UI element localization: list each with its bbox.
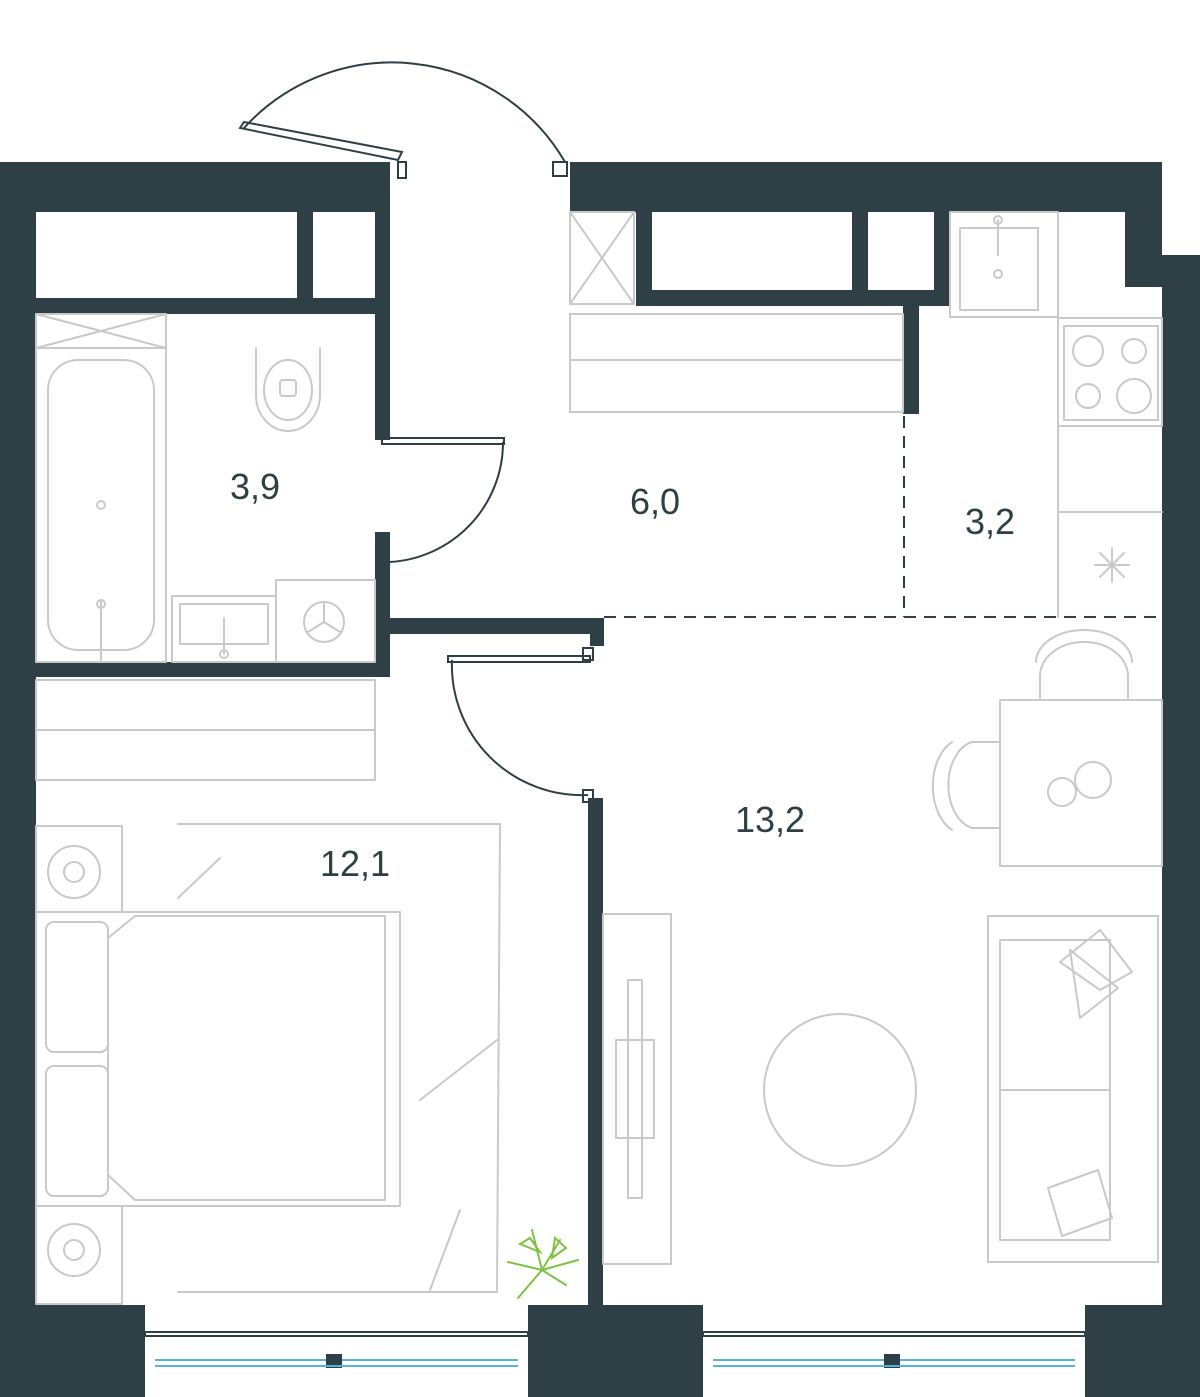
coffee-table (763, 1013, 917, 1167)
furniture (35, 211, 1163, 1305)
tv-unit (602, 913, 672, 1265)
hallway-wardrobe (569, 313, 904, 413)
area-labels: 3,9 6,0 3,2 12,1 13,2 (230, 466, 1015, 884)
stove (1057, 317, 1163, 427)
hallway-area-label: 6,0 (630, 481, 680, 522)
chair-left (947, 741, 1001, 829)
toilet (255, 347, 321, 432)
doors (238, 61, 594, 803)
bathroom-door (389, 441, 505, 563)
chair-top (1039, 641, 1129, 701)
nightstand-bottom (35, 1205, 123, 1305)
sofa (987, 915, 1159, 1263)
bed (35, 911, 401, 1207)
bathroom-area-label: 3,9 (230, 466, 280, 507)
kitchen-area-label: 3,2 (965, 501, 1015, 542)
zone-dividers (604, 416, 1162, 618)
windows (144, 1331, 1086, 1368)
washing-machine (275, 579, 376, 663)
nightstand-top (35, 825, 123, 913)
plant-icon (507, 1229, 579, 1299)
entrance-door (243, 61, 566, 163)
kitchen-sink (949, 211, 1059, 318)
walls (0, 162, 1200, 1397)
dining-table (999, 699, 1163, 867)
bathtub (35, 347, 167, 663)
bedroom-area-label: 12,1 (320, 843, 390, 884)
bedroom-door (450, 659, 589, 797)
living-area-label: 13,2 (735, 799, 805, 840)
